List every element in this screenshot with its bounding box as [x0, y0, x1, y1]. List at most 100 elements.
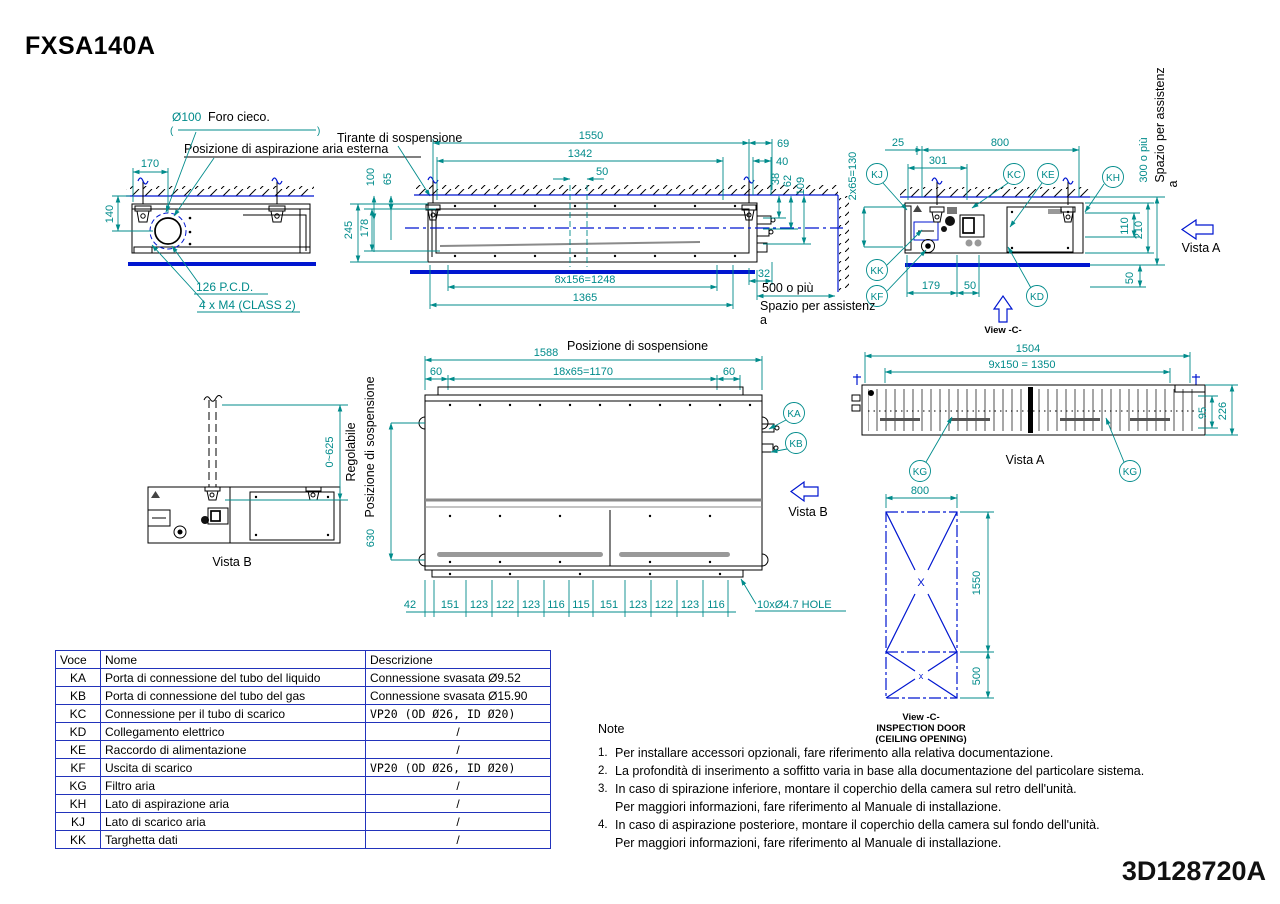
notes-list: 1.Per installare accessori opzionali, fa…	[598, 744, 1190, 852]
dim-630: 630	[365, 529, 377, 547]
part-description: Connessione svasata Ø9.52	[365, 668, 551, 687]
svg-text:KH: KH	[1106, 173, 1120, 184]
dim-1588: 1588	[534, 347, 558, 359]
part-description: /	[365, 812, 551, 831]
svg-text:KA: KA	[787, 409, 801, 420]
callout-kg-left: KG	[909, 416, 953, 482]
vista-b-label: Vista B	[788, 505, 827, 519]
inspection-door-view: 800 X x 1550 500 View -C- INSPECTION DOO…	[875, 485, 994, 745]
ceiling-hatch	[126, 186, 314, 196]
part-code: KJ	[55, 812, 101, 831]
dim-110: 110	[1119, 217, 1131, 235]
dim-38: 38	[770, 173, 782, 185]
view-c-label: View -C-	[984, 325, 1021, 336]
drain-pump	[921, 239, 935, 253]
callout-kc: KC	[971, 163, 1025, 209]
view-c-caption: View -C-	[902, 712, 939, 723]
dim-100: 100	[365, 168, 377, 186]
dim-1504: 1504	[1016, 343, 1040, 355]
opening-diagonals	[885, 511, 958, 699]
dim-40: 40	[776, 156, 788, 168]
part-description: Connessione svasata Ø15.90	[365, 686, 551, 705]
note-item: 3.In caso di spirazione inferiore, monta…	[598, 780, 1190, 816]
vista-b-view: 0~625 Regolabile Vista B	[147, 395, 358, 569]
part-code: KD	[55, 722, 101, 741]
model-title: FXSA140A	[25, 32, 156, 60]
hanger-bracket	[305, 486, 322, 501]
adjust-range: 0~625	[324, 437, 336, 468]
dim-pitch-1170: 18x65=1170	[553, 366, 613, 378]
dim-1365: 1365	[573, 292, 597, 304]
note-line: La profondità di inserimento a soffitto …	[615, 764, 1145, 778]
dim-301: 301	[929, 155, 947, 167]
panel-screws	[453, 204, 737, 258]
bottom-dimension-row: 42 151 123 122 123 116 115 151 123 122 1…	[404, 580, 736, 617]
drawing-number: 3D128720A	[1121, 856, 1266, 886]
paren-right: )	[317, 126, 320, 137]
dim-50b: 50	[1124, 272, 1136, 284]
part-name: Lato di aspirazione aria	[100, 794, 366, 813]
adjust-label: Regolabile	[344, 422, 358, 481]
side-view: 170 140 Ø100 Foro cieco. ( ) Posizione d…	[104, 110, 421, 313]
ceiling-opening-caption: (CEILING OPENING)	[875, 734, 966, 745]
dim-140: 140	[104, 205, 116, 223]
svg-text:KE: KE	[1041, 170, 1055, 181]
control-box	[959, 214, 985, 238]
part-code: KK	[55, 830, 101, 849]
part-name: Porta di connessione del tubo del gas	[100, 686, 366, 705]
note-line: Per installare accessori opzionali, fare…	[615, 746, 1054, 760]
dim-60-right: 60	[723, 366, 735, 378]
callout-kb: KB	[770, 432, 807, 454]
note-item: 4.In caso di aspirazione posteriore, mon…	[598, 816, 1190, 852]
dim-245: 245	[343, 221, 355, 239]
part-name: Porta di connessione del tubo del liquid…	[100, 668, 366, 687]
part-code: KH	[55, 794, 101, 813]
dim-2x65: 2x65=130	[847, 152, 859, 201]
fresh-air-label: Posizione di aspirazione aria esterna	[184, 142, 388, 156]
col-voce: Voce	[55, 650, 101, 669]
service-space-500: 500 o più	[762, 281, 813, 295]
dim-seg: 122	[496, 599, 514, 611]
note-text: In caso di aspirazione posteriore, monta…	[615, 816, 1100, 852]
callout-kg-right: KG	[1105, 417, 1141, 482]
inspection-door-caption: INSPECTION DOOR	[876, 723, 965, 734]
dim-95: 95	[1197, 407, 1209, 419]
suspension-title: Posizione di sospensione	[567, 339, 708, 353]
note-text: Per installare accessori opzionali, fare…	[615, 744, 1053, 762]
hanger-rod-mark	[853, 374, 1200, 385]
part-description: /	[365, 722, 551, 741]
callout-kj: KJ	[866, 163, 908, 211]
part-code: KA	[55, 668, 101, 687]
hanger-bracket	[1060, 177, 1076, 223]
note-line: In caso di aspirazione posteriore, monta…	[615, 818, 1100, 832]
part-code: KF	[55, 758, 101, 777]
note-text: La profondità di inserimento a soffitto …	[615, 762, 1144, 780]
vista-a-view: 1504 9x150 = 1350 KG KG 95 226 Vista A	[851, 343, 1238, 482]
service-space-label-2: a	[1166, 180, 1180, 187]
dim-seg: 123	[629, 599, 647, 611]
dim-800: 800	[991, 137, 1009, 149]
front-view: Tirante di sospensione	[337, 130, 875, 327]
note-text: In caso di spirazione inferiore, montare…	[615, 780, 1077, 816]
dim-32: 32	[758, 268, 770, 280]
svg-text:KD: KD	[1030, 292, 1044, 303]
dim-seg: 116	[707, 599, 725, 611]
dim-65: 65	[382, 173, 394, 185]
note-line: In caso di spirazione inferiore, montare…	[615, 782, 1077, 796]
svg-text:KB: KB	[789, 439, 803, 450]
part-description: /	[365, 740, 551, 759]
vista-b-caption: Vista B	[212, 555, 251, 569]
paren-left: (	[170, 126, 174, 137]
dim-25: 25	[892, 137, 904, 149]
note-item: 1.Per installare accessori opzionali, fa…	[598, 744, 1190, 762]
part-name: Uscita di scarico	[100, 758, 366, 777]
dim-seg: 123	[522, 599, 540, 611]
pcd-label: 126 P.C.D.	[196, 280, 253, 294]
dim-1342: 1342	[568, 148, 592, 160]
